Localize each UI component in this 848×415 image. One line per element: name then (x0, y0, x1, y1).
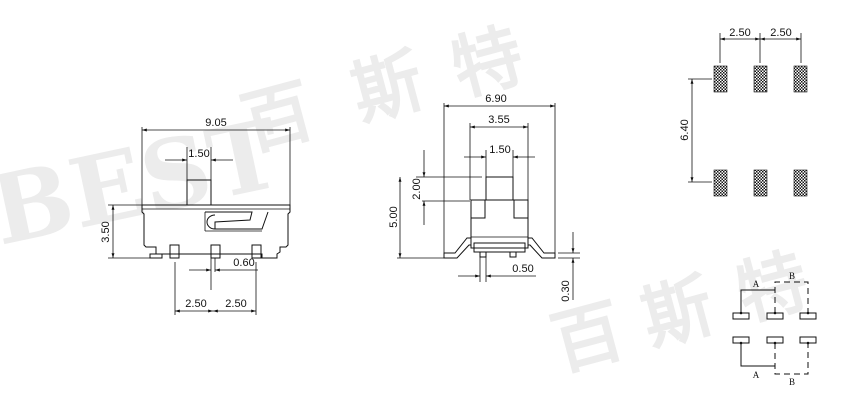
circuit-diagram: A B A B (732, 271, 817, 387)
watermark-cjk-2: 斯 (343, 38, 432, 136)
watermark-cjk-6: 特 (728, 238, 817, 336)
pcb-pad (713, 169, 728, 197)
pcb-pad (793, 65, 808, 93)
watermark-cjk-5: 斯 (633, 263, 722, 361)
front-view: 9.05 1.50 3.50 0.60 2.50 2.50 (100, 117, 291, 315)
dim-side-lead-thickness: 0.30 (560, 280, 572, 301)
dim-side-actuator-height: 2.00 (411, 178, 423, 199)
dim-front-actuator-width: 1.50 (188, 148, 209, 160)
circuit-label-b-top: B (789, 271, 795, 281)
watermark: BEST 百 斯 特 百 斯 特 (0, 13, 817, 386)
circuit-label-b-bottom: B (789, 377, 795, 387)
watermark-cjk-4: 百 (543, 288, 632, 386)
circuit-label-a-top: A (753, 279, 760, 289)
dim-front-pitch-left: 2.50 (185, 298, 206, 310)
circuit-label-a-bottom: A (753, 370, 760, 380)
pcb-layout: 2.50 2.50 6.40 (679, 27, 808, 197)
dim-side-body-width: 3.55 (488, 114, 509, 126)
dim-front-pitch-right: 2.50 (225, 298, 246, 310)
dim-side-actuator-width: 1.50 (489, 144, 510, 156)
dim-side-overall-width: 6.90 (485, 93, 506, 105)
dim-front-height: 3.50 (100, 221, 112, 242)
dim-pcb-pitch-1: 2.50 (729, 27, 750, 39)
dim-side-overall-height: 5.00 (388, 206, 400, 227)
pcb-pad (793, 169, 808, 197)
pcb-pad (753, 169, 768, 197)
pcb-pad (713, 65, 728, 93)
dim-pcb-pitch-2: 2.50 (770, 27, 791, 39)
dim-front-overall-width: 9.05 (205, 117, 226, 129)
side-view: 6.90 3.55 1.50 2.00 5.00 0.50 0.30 (388, 93, 580, 302)
dim-side-pin-width: 0.50 (512, 263, 533, 275)
dim-front-pin-width: 0.60 (233, 257, 254, 269)
pcb-pad (753, 65, 768, 93)
dim-pcb-row-spacing: 6.40 (679, 119, 691, 140)
